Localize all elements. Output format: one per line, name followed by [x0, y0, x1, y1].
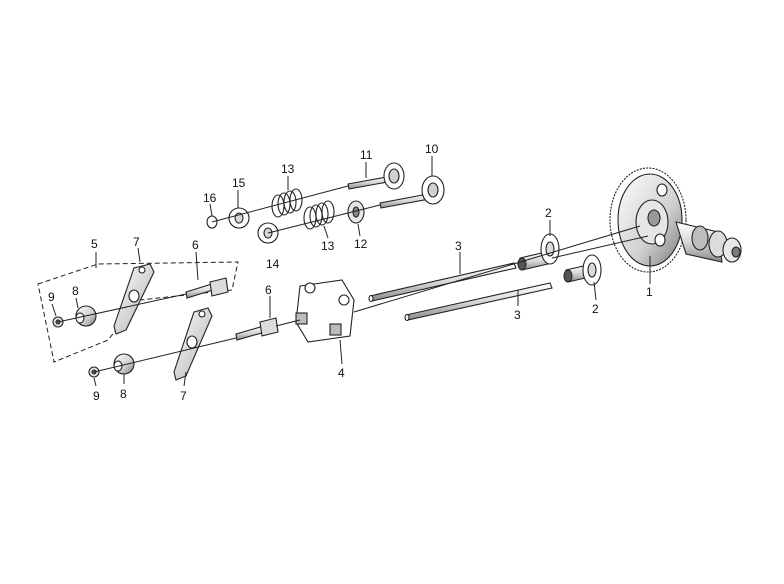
- callout-7-lower: 7: [180, 389, 187, 403]
- rocker-stud-upper: [185, 277, 229, 299]
- valve-spring-lower: [303, 200, 335, 230]
- push-rod-lower: [404, 282, 553, 322]
- adjusting-nut-lower-8: [113, 353, 135, 375]
- push-rod-upper: [368, 262, 517, 303]
- valve-upper: [347, 162, 405, 190]
- callout-9-upper: 9: [48, 290, 55, 304]
- callout-3-lower: 3: [514, 308, 521, 322]
- callout-3-upper: 3: [455, 239, 462, 253]
- callout-7-upper: 7: [133, 235, 140, 249]
- callout-2-lower: 2: [592, 302, 599, 316]
- callout-6-lower: 6: [265, 283, 272, 297]
- camshaft-gear: [609, 167, 742, 273]
- rocker-arm-lower: [173, 307, 213, 381]
- tappet-upper: [517, 233, 560, 271]
- callout-5: 5: [91, 237, 98, 251]
- valve-lower: [379, 175, 445, 209]
- rocker-arm-upper: [113, 263, 155, 335]
- callout-10: 10: [425, 142, 439, 156]
- callout-4: 4: [338, 366, 345, 380]
- callout-9-lower: 9: [93, 389, 100, 403]
- leader-lines: [51, 156, 651, 387]
- valve-spring-upper: [271, 188, 303, 218]
- callout-13-upper: 13: [281, 162, 295, 176]
- callout-1: 1: [646, 285, 653, 299]
- spring-retainer-15: [228, 207, 250, 229]
- callout-14: 14: [266, 257, 280, 271]
- callout-12: 12: [354, 237, 368, 251]
- callout-6-upper: 6: [192, 238, 199, 252]
- rocker-assembly-box: [37, 261, 239, 363]
- callout-8-upper: 8: [72, 284, 79, 298]
- callout-11: 11: [360, 148, 373, 162]
- callout-13-lower: 13: [321, 239, 335, 253]
- callout-16: 16: [203, 191, 217, 205]
- tappet-lower: [563, 254, 602, 286]
- callout-8-lower: 8: [120, 387, 127, 401]
- push-rod-guide-plate: [295, 279, 355, 343]
- callout-15: 15: [232, 176, 246, 190]
- callout-2-upper: 2: [545, 206, 552, 220]
- rocker-stud-lower: [235, 317, 279, 341]
